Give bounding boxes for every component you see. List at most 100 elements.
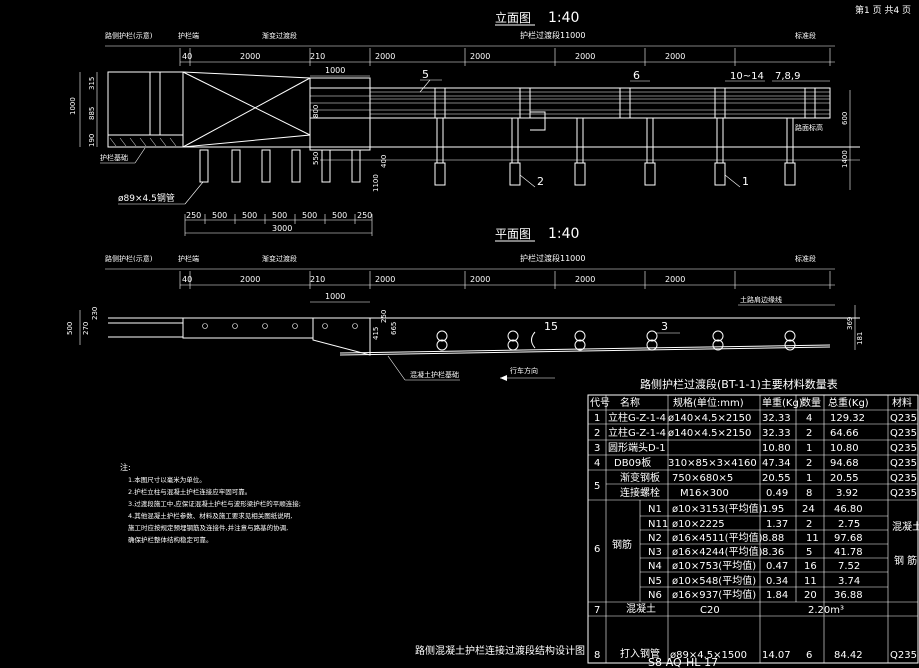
cell-total: 46.80 [834, 504, 863, 515]
elev-dim-left-1: 315 [88, 77, 96, 90]
cell-unit: 14.07 [762, 650, 791, 661]
elev-dim-top-0: 40 [182, 52, 192, 61]
table-row: N5 ø10×548(平均值) 0.34 11 3.74 [648, 574, 860, 587]
cell-spec: ø16×4244(平均值) [672, 545, 763, 558]
plan-dim-top-0: 40 [182, 275, 192, 284]
cell-qty: 1 [806, 443, 812, 454]
cell-name: 打入钢管 [620, 647, 660, 660]
table-row: 2 立柱G-Z-1-4 ø140×4.5×2150 32.33 2 64.66 … [594, 426, 917, 439]
cell-spec: ø140×4.5×2150 [668, 413, 751, 424]
cell-total: 7.52 [838, 561, 860, 572]
cell-name: DB09板 [614, 456, 651, 469]
cell-total: 94.68 [830, 458, 859, 469]
plan-end-terminal [531, 331, 536, 349]
th-code: 代号 [590, 397, 610, 409]
elev-dim-left-2: 885 [88, 107, 96, 120]
cell-name: 立柱G-Z-1-4 [608, 411, 666, 424]
cell-total: 20.55 [830, 473, 859, 484]
cell-unit: 32.33 [762, 413, 791, 424]
elev-label-std: 标准段 [795, 31, 816, 40]
elev-base-label: 护栏基础 [100, 153, 128, 162]
plan-dim-left-0: 500 [66, 322, 74, 335]
cell-spec: ø10×753(平均值) [672, 559, 756, 572]
cell-qty: 16 [804, 561, 817, 572]
cell-unit: 47.34 [762, 458, 791, 469]
cell-qty: 2 [806, 428, 812, 439]
cell-unit: 1.37 [766, 519, 788, 530]
cell-code: 3 [594, 443, 600, 454]
th-unit: 单重(Kg) [762, 396, 803, 409]
elev-dim-bottom-2: 500 [242, 211, 257, 220]
elev-dim-left-3: 190 [88, 134, 96, 147]
cell-spec: ø10×548(平均值) [672, 574, 756, 587]
cell-name: N5 [648, 576, 662, 587]
transition-block [182, 71, 311, 148]
page-number: 第1 页 共4 页 [855, 4, 911, 16]
th-name: 名称 [620, 396, 640, 409]
cell-total: 3.92 [836, 488, 858, 499]
cell-rebar-mat2: 钢 筋 [894, 554, 917, 567]
plan-dim-right-1: 181 [856, 332, 864, 345]
cell-spec: ø16×4511(平均值) [672, 531, 763, 544]
plan-label-guard: 护栏过渡段11000 [520, 253, 585, 263]
elev-callout-2: 2 [537, 175, 544, 188]
cell-qty: 24 [802, 504, 815, 515]
plan-dim-top-6: 2000 [665, 275, 685, 284]
cell-total: 97.68 [834, 533, 863, 544]
elev-label-left: 路侧护栏(示意) [105, 31, 153, 40]
cell-name: 圆形端头D-1 [608, 441, 666, 454]
steel-piles [199, 149, 361, 183]
drawing-title: 路侧混凝土护栏连接过渡段结构设计图 [415, 644, 585, 657]
plan-callout-3: 3 [661, 320, 668, 333]
cell-name: N2 [648, 533, 662, 544]
cell-spec: ø10×2225 [672, 519, 725, 530]
cell-name: N6 [648, 590, 662, 601]
cell-total: 41.78 [834, 547, 863, 558]
plan-dim-mid-1: 250 [380, 310, 388, 323]
cell-spec: ø89×4.5×1500 [670, 650, 747, 661]
plan-dim-left-1: 270 [82, 322, 90, 335]
elev-dim-top-3: 2000 [375, 52, 395, 61]
plan-dim-top-1: 2000 [240, 275, 260, 284]
cell-spec: ø16×937(平均值) [672, 588, 756, 601]
elev-dim-bottom-total: 3000 [272, 224, 292, 233]
cell-unit: 0.47 [766, 561, 788, 572]
cell-qty: 8 [806, 488, 812, 499]
cell-unit: 20.55 [762, 473, 791, 484]
cell-rebar-group: 钢筋 [612, 538, 632, 551]
cell-qty: 11 [804, 576, 817, 587]
elev-dim-mid-0: 800 [312, 105, 320, 118]
elev-dim-right-1: 1400 [841, 150, 849, 168]
cell-total: 2.75 [838, 519, 860, 530]
barrier-hatch [109, 137, 177, 147]
elev-dim-top-2: 210 [310, 52, 325, 61]
plan-dim-top-2: 210 [310, 275, 325, 284]
plan-label-std: 标准段 [795, 254, 816, 263]
plan-label-end: 护栏端 [178, 254, 199, 263]
plan-label-left: 路侧护栏(示意) [105, 254, 153, 263]
elev-label-rigid: 渐变过渡段 [262, 31, 297, 40]
elev-callout-1: 1 [742, 175, 749, 188]
table-row: N3 ø16×4244(平均值) 8.36 5 41.78 [648, 545, 863, 558]
cell-unit: 0.49 [766, 488, 788, 499]
cell-mat: Q235 [890, 458, 917, 469]
cell-unit: 0.34 [766, 576, 788, 587]
leader-line [134, 147, 146, 164]
material-table: 路侧护栏过渡段(BT-1-1)主要材料数量表 [587, 377, 919, 664]
elev-dim-mid-2: 1100 [372, 174, 380, 192]
leader-line [519, 174, 536, 188]
cell-code: 4 [594, 458, 600, 469]
elev-dim-right-0: 600 [841, 112, 849, 125]
table-row: 3 圆形端头D-1 10.80 1 10.80 Q235 [594, 441, 917, 454]
cell-qty: 20 [804, 590, 817, 601]
plan-dim-top-4: 2000 [470, 275, 490, 284]
cell-qty: 4 [806, 413, 812, 424]
cell-qty: 11 [806, 533, 819, 544]
plan-dim-mid-2: 665 [390, 322, 398, 335]
cell-total: 129.32 [830, 413, 865, 424]
cell-qty: 6 [806, 650, 812, 661]
note-line-1: 1.本图尺寸以毫米为单位。 [128, 475, 206, 484]
note-line-4: 4.其他混凝土护栏参数、材料及施工要求见相关图纸说明, [128, 511, 292, 520]
table-row: N6 ø16×937(平均值) 1.84 20 36.88 [648, 588, 863, 601]
